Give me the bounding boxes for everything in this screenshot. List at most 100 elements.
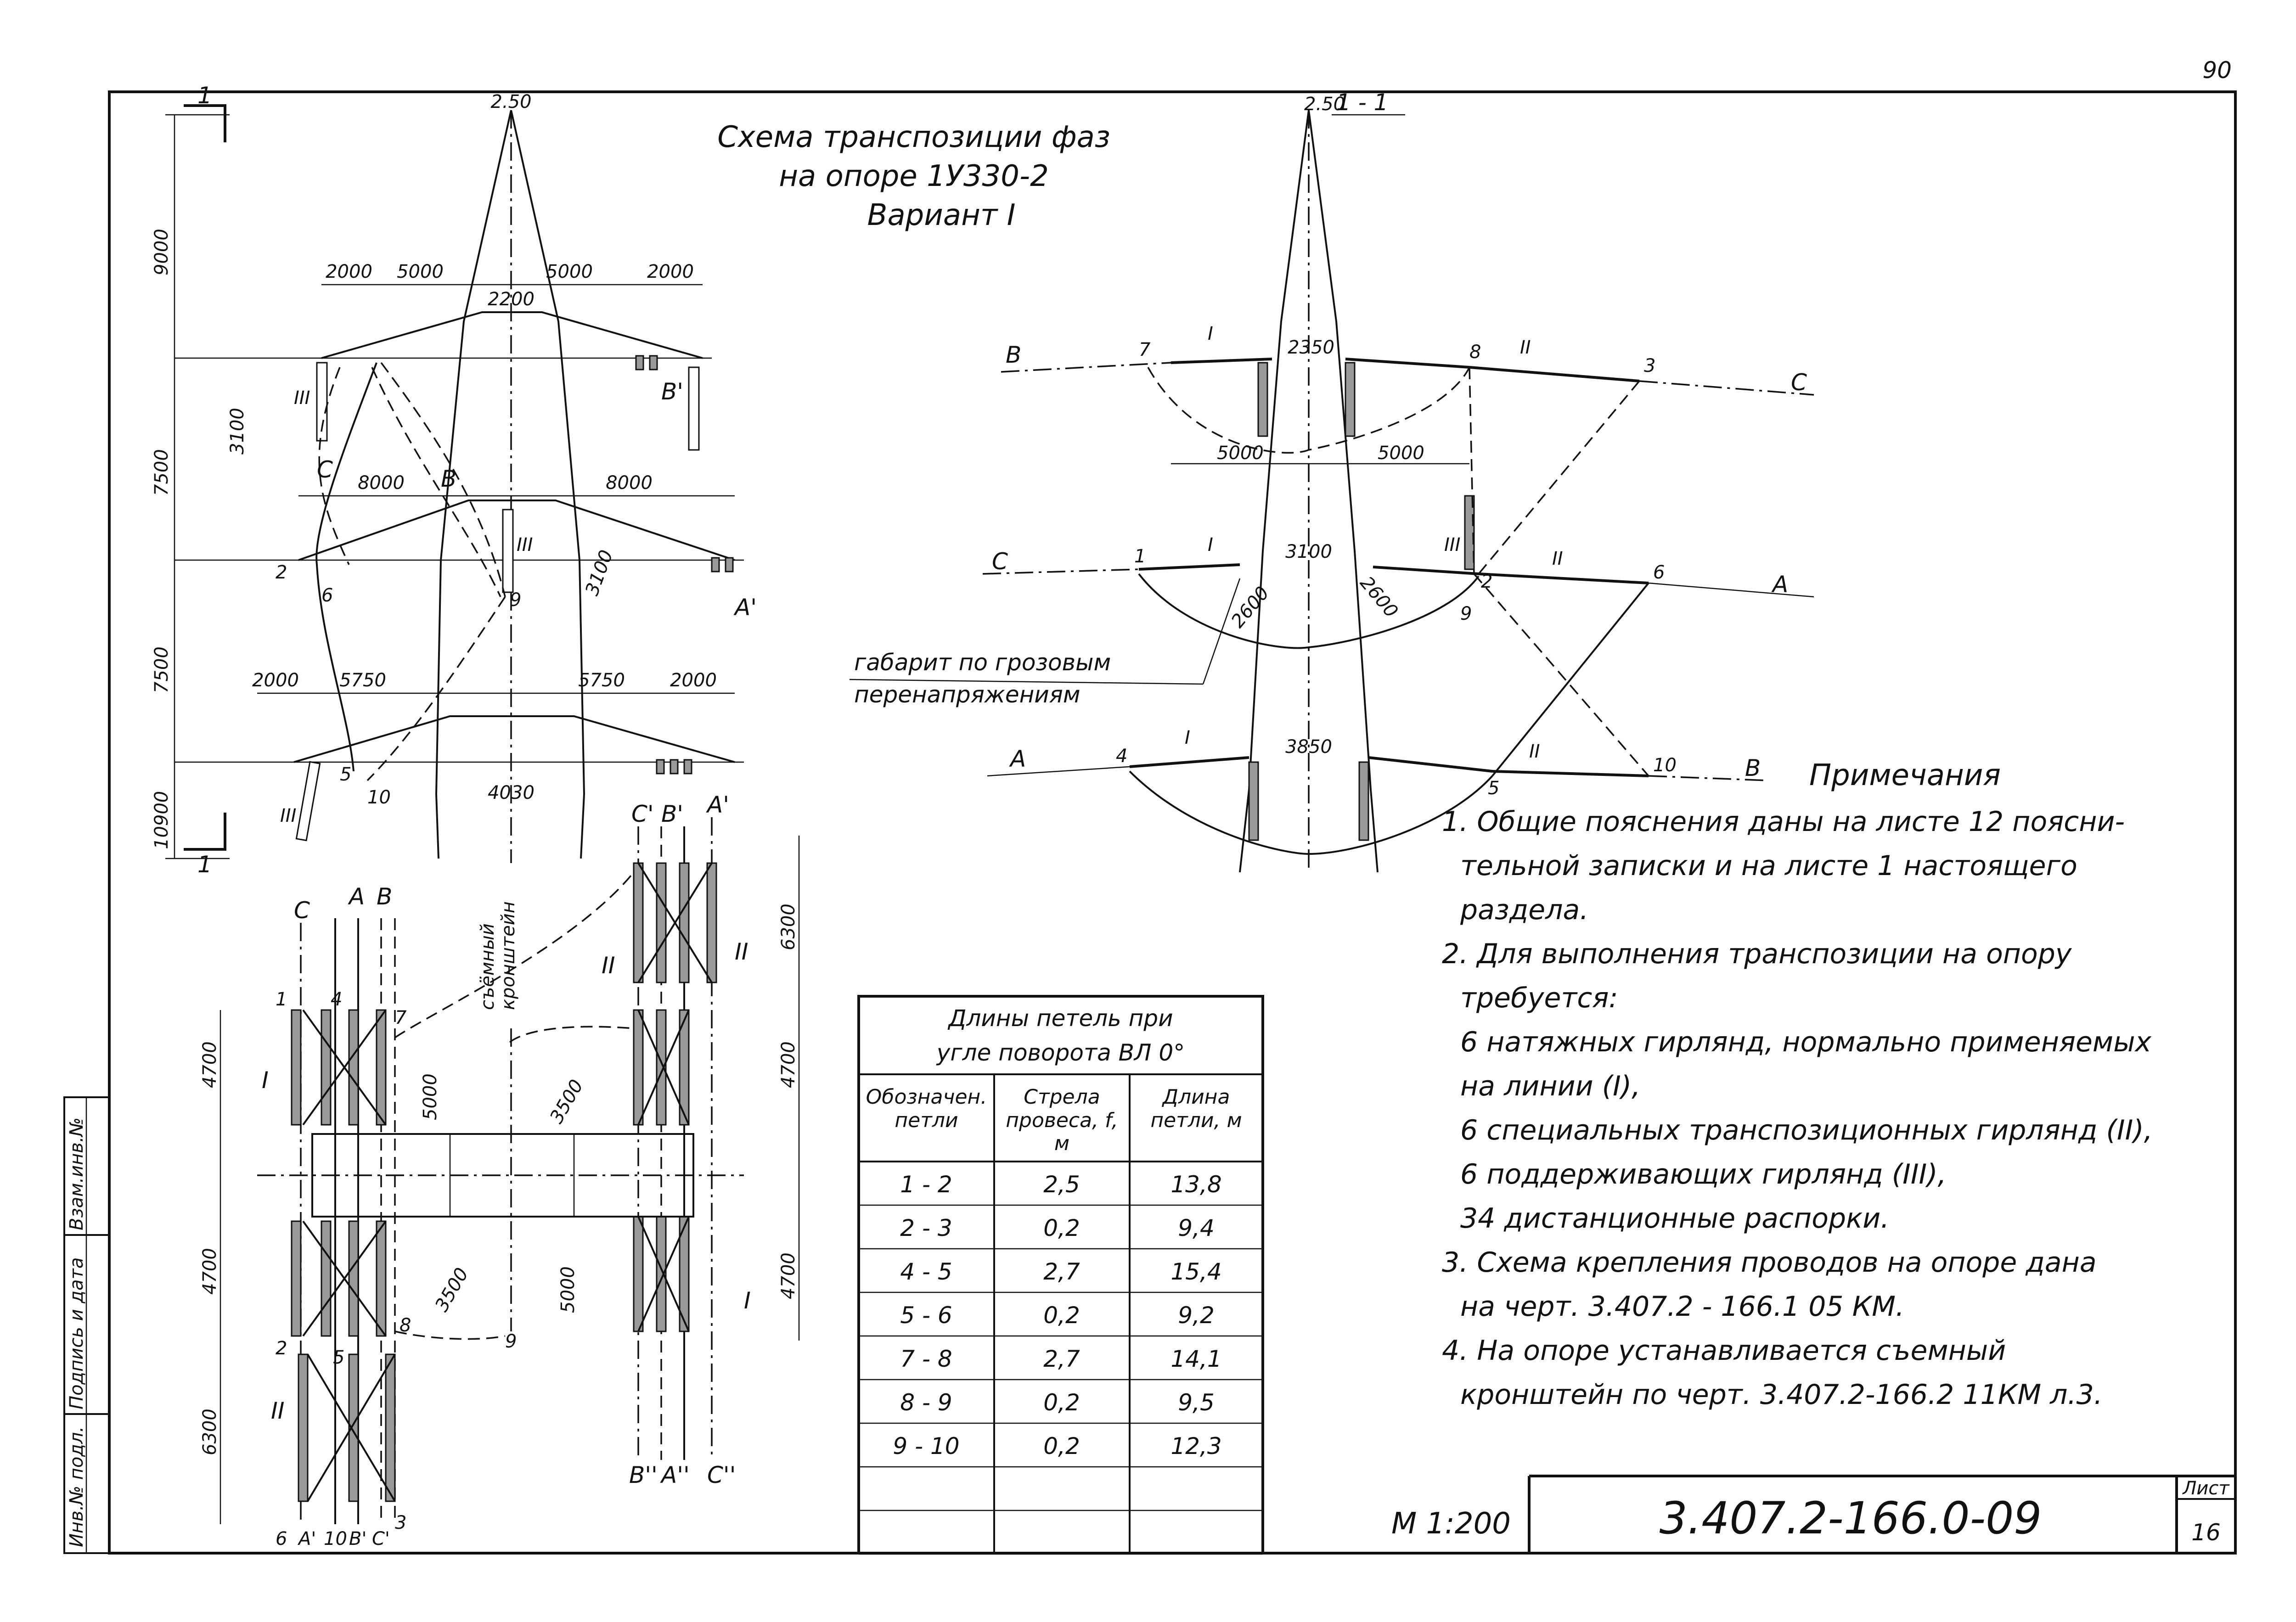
note-line: на черт. 3.407.2 - 166.1 05 КМ. [1460,1291,1904,1323]
sec-span-1: 5000 [1217,443,1264,464]
stamp-inv-orig: Инв.№ подл. [66,1426,87,1547]
sec-point-6: 6 [1653,562,1665,583]
document-code: 3.407.2-166.0-09 [1660,1493,2042,1544]
center-dim-3: 3500 [546,1076,588,1127]
sec-mark-ii-3: II [1529,741,1540,762]
stamp-replaced-inv: Взам.инв.№ [66,1117,87,1230]
table-cell: 2,7 [1043,1346,1080,1372]
top-dim: 2.50 [490,91,531,112]
plan-point-8: 8 [400,1315,411,1336]
phase-a-prime: A' [733,594,757,621]
top-arm-dim-2: 5000 [397,261,444,282]
tower-elevation-view: 9000 7500 7500 10900 2.50 1 1 2000 5000 … [151,82,757,878]
plan-bottom-c-dprime: C'' [707,1462,736,1488]
sec-point-9: 9 [1460,603,1472,624]
table-cell: 1 - 2 [900,1171,952,1198]
notes-heading: Примечания [1809,758,2001,792]
bracket-label-2: кронштейн [498,901,519,1010]
title-line-1: Схема транспозиции фаз [717,120,1110,154]
sec-point-10: 10 [1653,755,1677,776]
note-line: раздела. [1460,894,1588,926]
clearance-note-2: перенапряжениям [854,681,1080,708]
mid-phase-right: A [1771,571,1788,598]
top-width-dim: 2200 [488,289,535,310]
low-phase-left: A [1009,746,1026,772]
table-header-loop: Обозначен. петли [866,1085,987,1132]
plan-top-a: A [348,883,365,910]
section-top-dim: 2.50 [1304,94,1345,115]
table-cell: 9,2 [1178,1302,1215,1329]
top-phase-left: B [1006,342,1021,368]
point-6: 6 [321,585,333,606]
plan-point-9: 9 [505,1331,517,1352]
plan-point-7: 7 [395,1007,407,1028]
height-dim-4: 10900 [151,791,172,849]
sec-span-2: 5000 [1378,443,1424,464]
plan-mark-i-2: I [744,1287,751,1314]
note-line: тельной записки и на листе 1 настоящего [1460,850,2077,882]
table-cell: 4 - 5 [900,1258,952,1285]
mark-iii-3: III [280,805,296,826]
plan-dim-right-3: 4700 [778,1252,799,1299]
table-cell: 7 - 8 [900,1346,952,1372]
mark-iii-1: III [294,387,310,409]
plan-bottom-6: 6 [276,1528,287,1549]
top-arm-dim-1: 2000 [326,261,372,282]
garland-iii-right [688,366,700,451]
sec-mark-i-1: I [1208,323,1213,344]
top-phase-right: C [1791,369,1807,396]
table-cell: 2,5 [1043,1171,1080,1198]
plan-dim-left-2: 4700 [199,1248,220,1295]
sec-mark-i-2: I [1208,534,1213,556]
plan-mark-i-1: I [262,1067,269,1094]
title-block: Лист 16 3.407.2-166.0-09 М 1:200 [1391,1475,2235,1553]
sec-point-8: 8 [1469,342,1481,363]
plan-dim-right-2: 4700 [778,1041,799,1088]
plan-bottom-a-dprime: A'' [660,1462,690,1488]
phase-b-prime: B' [661,378,683,405]
plan-point-4: 4 [331,989,342,1010]
note-line: на линии (I), [1460,1070,1640,1102]
plan-top-c-prime: C' [631,801,654,827]
table-cell: 0,2 [1043,1215,1080,1241]
plan-bottom-c-prime: C' [372,1528,390,1549]
table-header-length: Длина петли, м [1150,1085,1242,1132]
note-line: 6 натяжных гирлянд, нормально применяемы… [1460,1026,2152,1058]
note-line: 34 дистанционные распорки. [1460,1202,1889,1235]
mark-iii-2: III [517,534,533,556]
section-label: 1 - 1 [1336,89,1388,116]
point-5: 5 [340,764,351,785]
sec-width-1: 2350 [1288,337,1334,358]
garland-iii-mid [502,509,514,593]
note-line: кронштейн по черт. 3.407.2-166.2 11КМ л.… [1460,1379,2103,1411]
plan-dim-left-1: 4700 [199,1041,220,1088]
plan-mark-ii-3: II [735,938,748,965]
sec-point-4: 4 [1116,746,1127,767]
phase-b: B [441,466,456,492]
title-line-3: Вариант I [867,198,1016,232]
side-stamp: Инв.№ подл. Подпись и дата Взам.инв.№ [63,1096,110,1554]
height-dim-1: 9000 [151,229,172,275]
center-dim-4: 3500 [431,1264,473,1315]
height-dim-2: 7500 [151,449,172,496]
note-line: 6 специальных транспозиционных гирлянд (… [1460,1114,2153,1146]
point-10: 10 [367,787,391,808]
mid-arm-dim-2: 8000 [606,472,653,494]
plan-bottom-b-dprime: B'' [629,1462,658,1488]
point-9: 9 [510,589,521,611]
lower-arm-dim-3: 5750 [578,670,625,691]
base-width-dim: 4030 [488,782,535,803]
note-line: требуется: [1460,982,1618,1014]
plan-view: C A B C' B' A' [199,791,800,1549]
sec-point-3: 3 [1644,355,1655,376]
plan-top-c: C [294,897,310,924]
scale-label: М 1:200 [1391,1507,1511,1541]
sec-point-7: 7 [1139,339,1151,360]
table-cell: 5 - 6 [900,1302,952,1329]
table-cell: 0,2 [1043,1433,1080,1459]
plan-bottom-a-prime: A' [297,1528,316,1549]
plan-bottom-10: 10 [324,1528,347,1549]
note-line: 4. На опоре устанавливается съемный [1442,1335,2006,1367]
phase-c: C [317,456,333,483]
